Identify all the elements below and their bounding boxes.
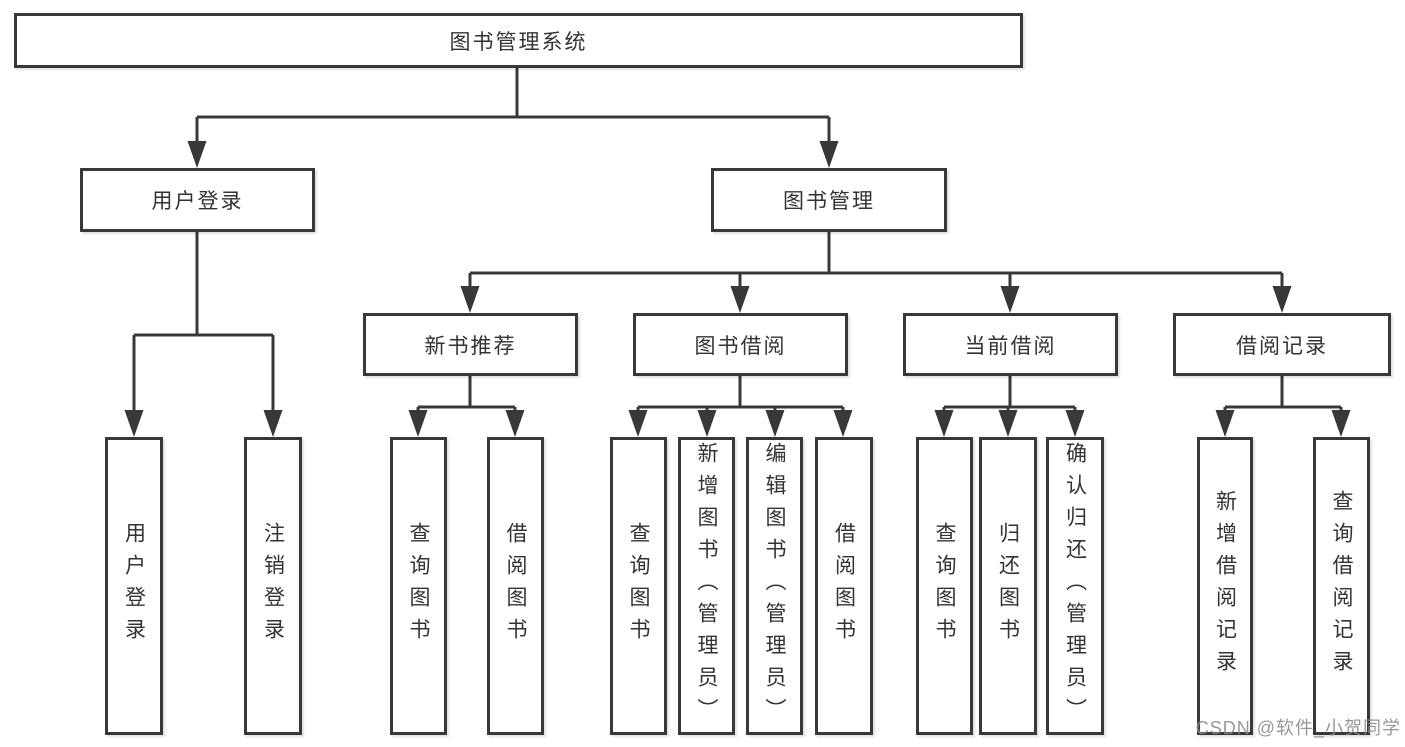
leaf-query-books-recommend: 查询图书 — [390, 437, 447, 735]
leaf-query-books-current: 查询图书 — [916, 437, 973, 735]
leaf-add-book-admin-label: 新增图书（管理员） — [695, 442, 718, 730]
leaf-add-book-admin: 新增图书（管理员） — [678, 437, 735, 735]
node-book-management-label: 图书管理 — [783, 190, 875, 213]
node-borrow-records: 借阅记录 — [1173, 313, 1391, 376]
node-root-label: 图书管理系统 — [449, 30, 588, 54]
leaf-query-borrow-record-label: 查询借阅记录 — [1330, 490, 1353, 682]
leaf-confirm-return-admin-label: 确认归还（管理员） — [1063, 442, 1087, 730]
leaf-query-books-current-label: 查询图书 — [933, 522, 956, 650]
leaf-confirm-return-admin: 确认归还（管理员） — [1046, 437, 1104, 735]
leaf-borrow-books: 借阅图书 — [815, 437, 873, 735]
leaf-logout: 注销登录 — [244, 437, 302, 735]
leaf-logout-label: 注销登录 — [261, 522, 285, 650]
leaf-query-borrow-record: 查询借阅记录 — [1313, 437, 1370, 735]
leaf-query-books-borrow-label: 查询图书 — [627, 522, 650, 650]
node-book-borrow: 图书借阅 — [633, 313, 848, 376]
leaf-user-login-label: 用户登录 — [122, 522, 146, 650]
node-book-management: 图书管理 — [711, 168, 947, 232]
leaf-borrow-books-recommend: 借阅图书 — [487, 437, 544, 735]
node-current-borrow-label: 当前借阅 — [964, 334, 1057, 358]
node-current-borrow: 当前借阅 — [903, 313, 1118, 376]
leaf-edit-book-admin-label: 编辑图书（管理员） — [763, 442, 786, 730]
leaf-query-books-borrow: 查询图书 — [610, 437, 667, 735]
leaf-user-login: 用户登录 — [105, 437, 163, 735]
node-root: 图书管理系统 — [14, 13, 1023, 68]
node-book-borrow-label: 图书借阅 — [694, 334, 787, 358]
node-new-book-recommend: 新书推荐 — [363, 313, 578, 376]
leaf-borrow-books-label: 借阅图书 — [832, 522, 856, 650]
leaf-return-book: 归还图书 — [979, 437, 1037, 735]
node-new-book-recommend-label: 新书推荐 — [424, 334, 517, 358]
node-user-login: 用户登录 — [80, 168, 315, 232]
leaf-return-book-label: 归还图书 — [996, 522, 1020, 650]
leaf-edit-book-admin: 编辑图书（管理员） — [746, 437, 803, 735]
arrowheads — [124, 141, 1351, 437]
node-user-login-label: 用户登录 — [151, 190, 244, 213]
leaf-query-books-recommend-label: 查询图书 — [407, 522, 430, 650]
leaf-borrow-books-recommend-label: 借阅图书 — [504, 522, 527, 650]
leaf-add-borrow-record-label: 新增借阅记录 — [1213, 490, 1237, 682]
leaf-add-borrow-record: 新增借阅记录 — [1197, 437, 1253, 735]
node-borrow-records-label: 借阅记录 — [1236, 334, 1328, 358]
